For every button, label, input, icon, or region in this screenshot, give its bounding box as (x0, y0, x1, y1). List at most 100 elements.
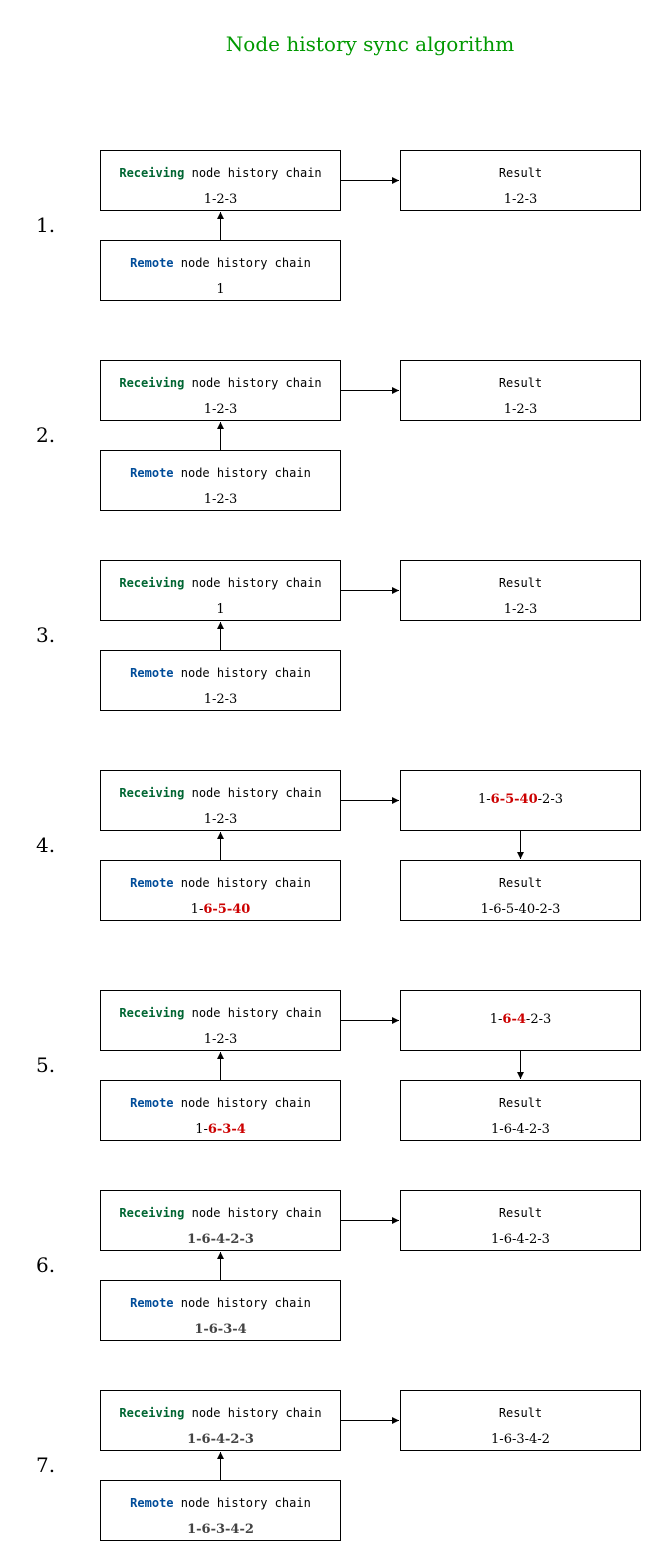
chain-caption: node history chain (184, 786, 322, 800)
chain-segment: 1-6-4-2-3 (187, 1432, 254, 1447)
receiving-keyword: Receiving (119, 576, 185, 590)
result-value: 1-2-3 (401, 192, 640, 207)
remote-box-header: Remote node history chain (101, 1096, 340, 1110)
chain-caption: node history chain (173, 1296, 311, 1310)
result-label: Result (498, 376, 543, 390)
receiving-keyword: Receiving (119, 166, 185, 180)
result-value: 1-6-4-2-3 (401, 1232, 640, 1247)
remote-chain-box: Remote node history chain 1-2-3 (100, 450, 341, 511)
remote-keyword: Remote (130, 666, 174, 680)
result-label: Result (498, 1096, 543, 1110)
chain-segment: 1-2-3 (203, 402, 238, 417)
remote-chain-box: Remote node history chain 1 (100, 240, 341, 301)
merge-intermediate-box: 1-6-4-2-3 (400, 990, 641, 1051)
chain-segment: 1-2-3 (503, 402, 538, 417)
receiving-chain-value: 1-2-3 (101, 812, 340, 827)
diagram-title: Node history sync algorithm (225, 32, 515, 56)
chain-segment: 6-4 (502, 1012, 526, 1027)
chain-segment: 1 (216, 282, 225, 297)
chain-segment: 6-5-40 (490, 792, 538, 807)
result-label: Result (498, 876, 543, 890)
chain-caption: node history chain (184, 166, 322, 180)
receiving-keyword: Receiving (119, 786, 185, 800)
receiving-chain-value: 1-2-3 (101, 192, 340, 207)
result-box: Result 1-2-3 (400, 560, 641, 621)
chain-caption: node history chain (184, 1406, 322, 1420)
step-number: 6. (36, 1253, 56, 1277)
remote-box-header: Remote node history chain (101, 256, 340, 270)
chain-segment: 1 (216, 602, 225, 617)
remote-keyword: Remote (130, 466, 174, 480)
receiving-box-header: Receiving node history chain (101, 786, 340, 800)
result-box: Result 1-6-5-40-2-3 (400, 860, 641, 921)
remote-box-header: Remote node history chain (101, 666, 340, 680)
merge-intermediate-box: 1-6-5-40-2-3 (400, 770, 641, 831)
step-number: 7. (36, 1453, 56, 1477)
remote-box-header: Remote node history chain (101, 466, 340, 480)
step-number: 5. (36, 1053, 56, 1077)
remote-box-header: Remote node history chain (101, 876, 340, 890)
result-box: Result 1-2-3 (400, 360, 641, 421)
remote-chain-value: 1-6-3-4 (101, 1322, 340, 1337)
receiving-keyword: Receiving (119, 1206, 185, 1220)
receiving-keyword: Receiving (119, 1406, 185, 1420)
remote-chain-value: 1-6-5-40 (101, 902, 340, 917)
step-number: 2. (36, 423, 56, 447)
receiving-chain-box: Receiving node history chain 1-2-3 (100, 770, 341, 831)
chain-segment: 1- (190, 902, 204, 917)
chain-caption: node history chain (173, 466, 311, 480)
chain-caption: node history chain (184, 1006, 322, 1020)
result-value: 1-6-5-40-2-3 (401, 902, 640, 917)
remote-keyword: Remote (130, 876, 174, 890)
chain-segment: 1- (489, 1012, 503, 1027)
remote-chain-value: 1 (101, 282, 340, 297)
chain-segment: 1-6-5-40-2-3 (480, 902, 561, 917)
chain-segment: -2-3 (525, 1012, 552, 1027)
remote-keyword: Remote (130, 256, 174, 270)
step-number: 1. (36, 213, 56, 237)
merged-chain-value: 1-6-4-2-3 (401, 1012, 640, 1027)
chain-caption: node history chain (173, 1096, 311, 1110)
chain-segment: 1-2-3 (203, 192, 238, 207)
remote-chain-value: 1-2-3 (101, 692, 340, 707)
step-number: 3. (36, 623, 56, 647)
chain-segment: 1-2-3 (203, 692, 238, 707)
chain-segment: 1-6-3-4 (194, 1322, 247, 1337)
result-box: Result 1-6-4-2-3 (400, 1080, 641, 1141)
remote-chain-box: Remote node history chain 1-6-3-4 (100, 1080, 341, 1141)
chain-segment: 1-2-3 (203, 492, 238, 507)
chain-segment: 1- (195, 1122, 208, 1137)
receiving-box-header: Receiving node history chain (101, 1006, 340, 1020)
remote-chain-value: 1-2-3 (101, 492, 340, 507)
remote-keyword: Remote (130, 1096, 174, 1110)
chain-segment: 1-6-4-2-3 (187, 1232, 254, 1247)
result-label: Result (498, 1406, 543, 1420)
result-label: Result (498, 576, 543, 590)
remote-box-header: Remote node history chain (101, 1496, 340, 1510)
chain-segment: 1-2-3 (503, 602, 538, 617)
result-value: 1-6-4-2-3 (401, 1122, 640, 1137)
chain-segment: 1-6-4-2-3 (491, 1122, 550, 1137)
chain-segment: 1-2-3 (203, 812, 238, 827)
chain-caption: node history chain (173, 256, 311, 270)
remote-chain-box: Remote node history chain 1-2-3 (100, 650, 341, 711)
result-label: Result (498, 166, 543, 180)
receiving-chain-value: 1-2-3 (101, 402, 340, 417)
chain-caption: node history chain (184, 376, 322, 390)
receiving-chain-value: 1 (101, 602, 340, 617)
chain-caption: node history chain (173, 876, 311, 890)
receiving-chain-value: 1-6-4-2-3 (101, 1432, 340, 1447)
remote-keyword: Remote (130, 1496, 174, 1510)
step-number: 4. (36, 833, 56, 857)
remote-chain-box: Remote node history chain 1-6-5-40 (100, 860, 341, 921)
chain-segment: 6-3-4 (207, 1122, 246, 1137)
chain-caption: node history chain (173, 666, 311, 680)
receiving-keyword: Receiving (119, 1006, 185, 1020)
